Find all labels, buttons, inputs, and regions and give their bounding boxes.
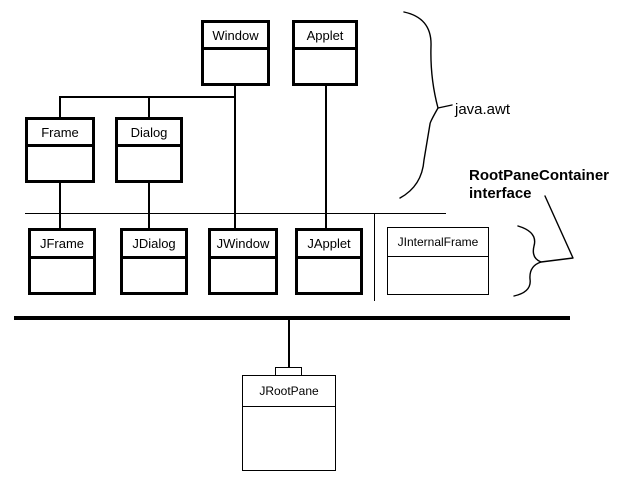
class-box-jframe[interactable]: JFrame [28,228,96,295]
frame-to-jframe [59,183,61,228]
class-name-jdialog: JDialog [123,231,185,259]
dialog-to-jdialog [148,183,150,228]
class-box-japplet[interactable]: JApplet [295,228,363,295]
class-name-jwindow: JWindow [211,231,275,259]
java-awt-brace-icon [399,11,439,199]
jrootpane-riser [288,318,290,367]
window-to-jwindow [234,86,236,228]
class-box-applet[interactable]: Applet [292,20,358,86]
dialog-up-stub [148,96,150,117]
class-box-jwindow[interactable]: JWindow [208,228,278,295]
class-name-japplet: JApplet [298,231,360,259]
class-box-window[interactable]: Window [201,20,270,86]
rootpanecontainer-brace-leader [540,195,574,263]
class-box-dialog[interactable]: Dialog [115,117,183,183]
class-name-frame: Frame [28,120,92,147]
class-name-jframe: JFrame [31,231,93,259]
class-name-applet: Applet [295,23,355,50]
package-label: java.awt [455,101,511,118]
class-name-dialog: Dialog [118,120,180,147]
swing-base-separator [14,316,570,320]
rootpanecontainer-brace-icon [513,225,542,297]
class-box-jdialog[interactable]: JDialog [120,228,188,295]
class-name-jrootpane: JRootPane [243,376,335,407]
java-awt-brace-leader [437,104,453,109]
interface-name: RootPaneContainer [469,167,610,184]
awt-swing-separator [25,213,446,214]
interface-kind: interface [469,185,532,202]
class-box-frame[interactable]: Frame [25,117,95,183]
class-box-jinternalframe[interactable]: JInternalFrame [387,227,489,295]
class-name-window: Window [204,23,267,50]
applet-to-japplet [325,86,327,228]
internalframe-divider [374,213,375,301]
frame-up-stub [59,96,61,117]
class-name-jinternalframe: JInternalFrame [388,228,488,257]
branch-horizontal [59,96,235,98]
class-box-jrootpane[interactable]: JRootPane [242,375,336,471]
